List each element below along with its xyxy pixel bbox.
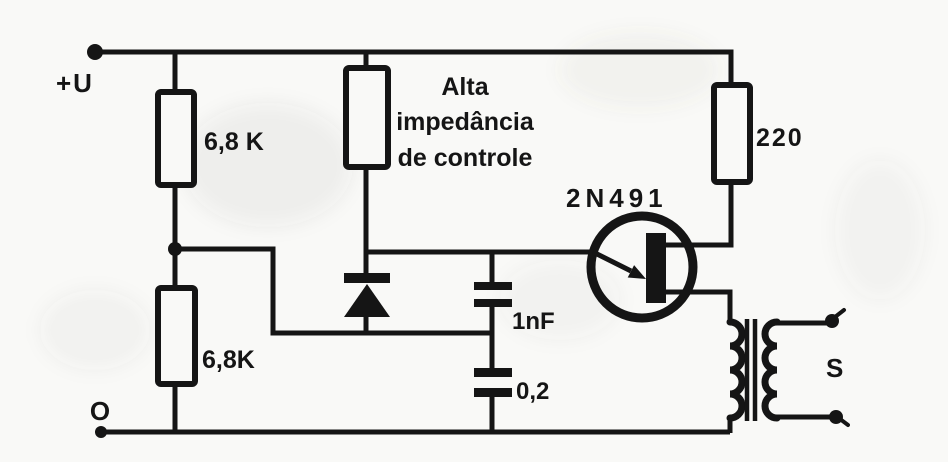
supply-terminal-dot xyxy=(87,44,103,60)
resistor-r1-value: 6,8 K xyxy=(204,128,264,156)
capacitor-c2-plate xyxy=(474,388,512,397)
capacitor-c1-value: 1nF xyxy=(512,308,555,335)
junction-dot xyxy=(168,242,182,256)
wire-top-rail xyxy=(95,49,734,86)
scan-smudge xyxy=(40,290,150,370)
diode-anode-triangle xyxy=(344,284,390,317)
transformer-primary-winding xyxy=(726,318,746,422)
capacitor-c2 xyxy=(474,368,512,397)
labels: +U O 6,8 K 6,8K 220 1nF 0,2 2N491 S Alta… xyxy=(56,68,843,426)
resistor-r1-body xyxy=(155,89,197,188)
zero-terminal-dot xyxy=(95,426,107,438)
transistor-emitter-arrow-icon xyxy=(627,265,646,279)
control-impedance-annotation: Alta impedância de controle xyxy=(396,73,535,172)
wires xyxy=(95,49,850,435)
capacitor-c1-plate xyxy=(474,282,512,290)
capacitor-c2-value: 0,2 xyxy=(516,378,549,405)
components xyxy=(87,44,843,438)
diode-cathode-bar xyxy=(344,273,390,283)
resistor-r3-value: 220 xyxy=(756,124,804,152)
ujt-transistor xyxy=(586,211,698,323)
wire-junction-branch xyxy=(175,246,492,336)
capacitor-c2-plate xyxy=(474,368,512,377)
transformer-secondary-winding xyxy=(761,318,781,422)
transistor-case-circle xyxy=(586,211,698,323)
annotation-line-2: impedância xyxy=(396,108,535,136)
scan-smudge xyxy=(183,103,353,227)
resistor-r2-value: 6,8K xyxy=(202,346,255,374)
annotation-line-1: Alta xyxy=(441,73,489,101)
annotation-line-3: de controle xyxy=(398,144,533,172)
transistor-base-bar xyxy=(646,233,666,303)
scan-smudge xyxy=(835,160,925,300)
secondary-bottom-terminal-dot xyxy=(829,410,843,424)
transistor-part-number: 2N491 xyxy=(566,183,668,213)
supply-terminal-label: +U xyxy=(56,68,94,98)
resistor-r2-body xyxy=(155,285,198,387)
secondary-top-terminal-dot xyxy=(825,314,839,328)
resistor-control-body xyxy=(343,65,391,170)
zero-terminal-label: O xyxy=(90,396,110,426)
transistor-emitter-line xyxy=(591,249,633,274)
capacitor-c1 xyxy=(474,282,512,307)
capacitor-c1-plate xyxy=(474,299,512,307)
wire-base2 xyxy=(664,183,734,248)
scan-smudge xyxy=(560,32,720,108)
transformer xyxy=(726,318,781,422)
secondary-output-label: S xyxy=(826,353,843,383)
resistor-r3-body xyxy=(711,82,753,185)
diode-d1 xyxy=(344,273,390,317)
